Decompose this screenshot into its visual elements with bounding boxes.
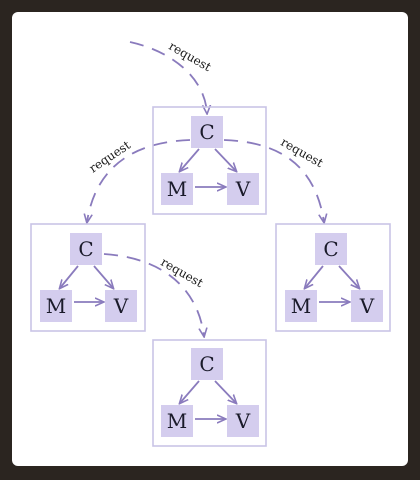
panel-frame	[152, 106, 267, 215]
view-label: V	[235, 177, 251, 201]
mvc-panel-right: C M V	[275, 223, 391, 332]
controller-label: C	[199, 352, 214, 376]
controller-node	[191, 348, 223, 380]
panel-frame	[275, 223, 391, 332]
controller-to-model-arrow	[180, 148, 200, 171]
model-node	[161, 405, 193, 437]
model-node	[40, 290, 72, 322]
request-arrow-top-to-right	[223, 139, 324, 222]
mvc-panel-top: C M V	[152, 106, 267, 215]
panel-frame	[152, 339, 267, 447]
controller-label: C	[199, 120, 214, 144]
panel-frame	[30, 223, 146, 332]
controller-node	[191, 116, 223, 148]
model-label: M	[46, 294, 66, 318]
view-node	[351, 290, 383, 322]
request-arrow-left-to-bottom	[103, 253, 204, 336]
controller-label: C	[78, 237, 93, 261]
request-label-external-to-top: request	[166, 39, 213, 74]
controller-label: C	[323, 237, 338, 261]
controller-node	[315, 233, 347, 265]
request-label-top-to-left: request	[87, 138, 133, 176]
model-node	[161, 173, 193, 205]
model-label: M	[291, 294, 311, 318]
request-arrow-external-to-top	[129, 41, 207, 113]
request-label-left-to-bottom: request	[158, 255, 205, 290]
view-node	[227, 405, 259, 437]
view-label: V	[235, 409, 251, 433]
request-arrow-top-to-left	[87, 139, 191, 222]
controller-to-model-arrow	[60, 265, 79, 288]
model-node	[285, 290, 317, 322]
request-label-top-to-right: request	[278, 135, 325, 170]
view-node	[105, 290, 137, 322]
view-node	[227, 173, 259, 205]
model-label: M	[167, 177, 187, 201]
controller-to-view-arrow	[214, 380, 236, 403]
mvc-panel-bottom: C M V	[152, 339, 267, 447]
controller-to-view-arrow	[338, 265, 359, 288]
controller-to-view-arrow	[93, 265, 113, 288]
controller-to-model-arrow	[180, 380, 200, 403]
request-labels: request request request request	[87, 39, 326, 290]
request-arcs	[87, 41, 324, 336]
view-label: V	[359, 294, 375, 318]
controller-to-view-arrow	[214, 148, 236, 171]
model-label: M	[167, 409, 187, 433]
controller-node	[70, 233, 102, 265]
mvc-panel-left: C M V	[30, 223, 146, 332]
controller-to-model-arrow	[305, 265, 324, 288]
view-label: V	[113, 294, 129, 318]
